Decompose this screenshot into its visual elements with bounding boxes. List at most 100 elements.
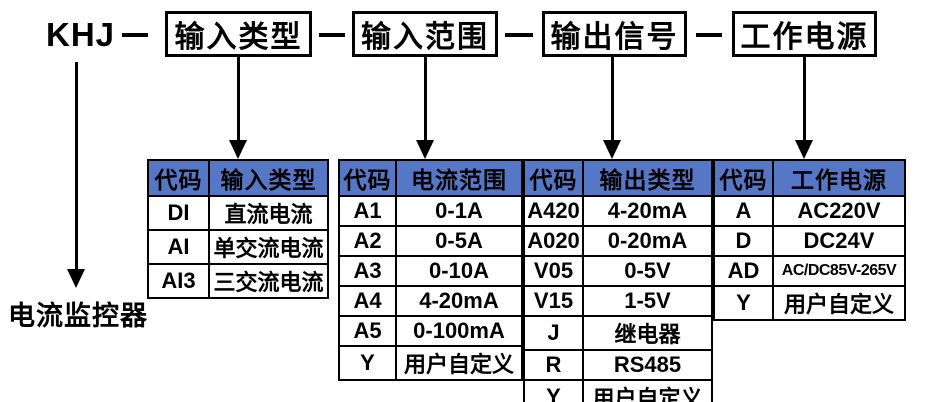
column-header-current-range: 电流范围 — [395, 159, 523, 197]
table-header-row: 代码 电流范围 — [338, 159, 523, 197]
value-cell: 0-20mA — [582, 225, 713, 257]
value-cell: 继电器 — [582, 315, 713, 351]
column-header-code: 代码 — [147, 159, 210, 197]
arrow-down-icon — [795, 140, 813, 159]
arrow-down-line — [237, 57, 240, 141]
arrow-down-line — [424, 57, 427, 141]
arrow-down-icon — [229, 140, 247, 159]
value-cell: 单交流电流 — [208, 229, 329, 265]
segment-box-input-range: 输入范围 — [352, 11, 498, 57]
code-cell: A4 — [338, 285, 397, 317]
connector-dash — [505, 33, 533, 37]
arrow-down-line — [75, 62, 78, 270]
arrow-down-icon — [67, 269, 85, 288]
code-cell: V05 — [523, 255, 584, 287]
segment-box-output-signal: 输出信号 — [542, 11, 687, 57]
code-cell: A5 — [338, 315, 397, 347]
model-prefix: KHJ — [46, 16, 116, 53]
segment-box-label: 输出信号 — [550, 21, 679, 54]
code-cell: AD — [713, 255, 774, 287]
connector-dash — [696, 33, 722, 37]
value-cell: 0-5A — [395, 225, 523, 257]
value-cell: 用户自定义 — [582, 379, 713, 402]
column-header-output-type: 输出类型 — [582, 159, 713, 197]
value-cell: 4-20mA — [582, 195, 713, 227]
column-header-code: 代码 — [338, 159, 397, 197]
segment-box-label: 输入类型 — [174, 21, 303, 54]
code-cell: A2 — [338, 225, 397, 257]
value-cell: 0-100mA — [395, 315, 523, 347]
value-cell: AC220V — [772, 195, 906, 227]
table-header-row: 代码 输入类型 — [147, 159, 329, 197]
code-cell: A020 — [523, 225, 584, 257]
segment-box-power-supply: 工作电源 — [732, 11, 877, 57]
value-cell: 0-1A — [395, 195, 523, 227]
column-header-power-supply: 工作电源 — [772, 159, 906, 197]
code-cell: A3 — [338, 255, 397, 287]
code-cell: Y — [338, 345, 397, 381]
code-cell: A420 — [523, 195, 584, 227]
value-cell: 直流电流 — [208, 195, 329, 231]
code-cell: A1 — [338, 195, 397, 227]
arrow-down-icon — [416, 140, 434, 159]
arrow-down-icon — [603, 140, 621, 159]
arrow-down-line — [803, 57, 806, 141]
value-cell: DC24V — [772, 225, 906, 257]
column-header-input-type: 输入类型 — [208, 159, 329, 197]
prefix-meaning-label: 电流监控器 — [8, 301, 148, 331]
value-cell: 三交流电流 — [208, 263, 329, 299]
value-cell: 用户自定义 — [395, 345, 523, 381]
code-cell: DI — [147, 195, 210, 231]
code-cell: Y — [713, 285, 774, 321]
value-cell: 0-10A — [395, 255, 523, 287]
connector-dash — [122, 33, 148, 37]
value-cell: RS485 — [582, 349, 713, 381]
code-cell: AI3 — [147, 263, 210, 299]
code-cell: R — [523, 349, 584, 381]
code-cell: D — [713, 225, 774, 257]
table-header-row: 代码 输出类型 — [523, 159, 713, 197]
arrow-down-line — [611, 57, 614, 141]
value-cell: 1-5V — [582, 285, 713, 317]
code-cell: Y — [523, 379, 584, 402]
column-header-code: 代码 — [523, 159, 584, 197]
code-cell: J — [523, 315, 584, 351]
code-cell: AI — [147, 229, 210, 265]
segment-box-input-type: 输入类型 — [165, 11, 312, 57]
value-cell: 用户自定义 — [772, 285, 906, 321]
code-cell: V15 — [523, 285, 584, 317]
value-cell: 4-20mA — [395, 285, 523, 317]
code-cell: A — [713, 195, 774, 227]
value-cell: AC/DC85V-265V — [772, 255, 906, 287]
segment-box-label: 工作电源 — [740, 21, 869, 54]
segment-box-label: 输入范围 — [361, 21, 489, 54]
column-header-code: 代码 — [713, 159, 774, 197]
value-cell: 0-5V — [582, 255, 713, 287]
connector-dash — [319, 33, 345, 37]
